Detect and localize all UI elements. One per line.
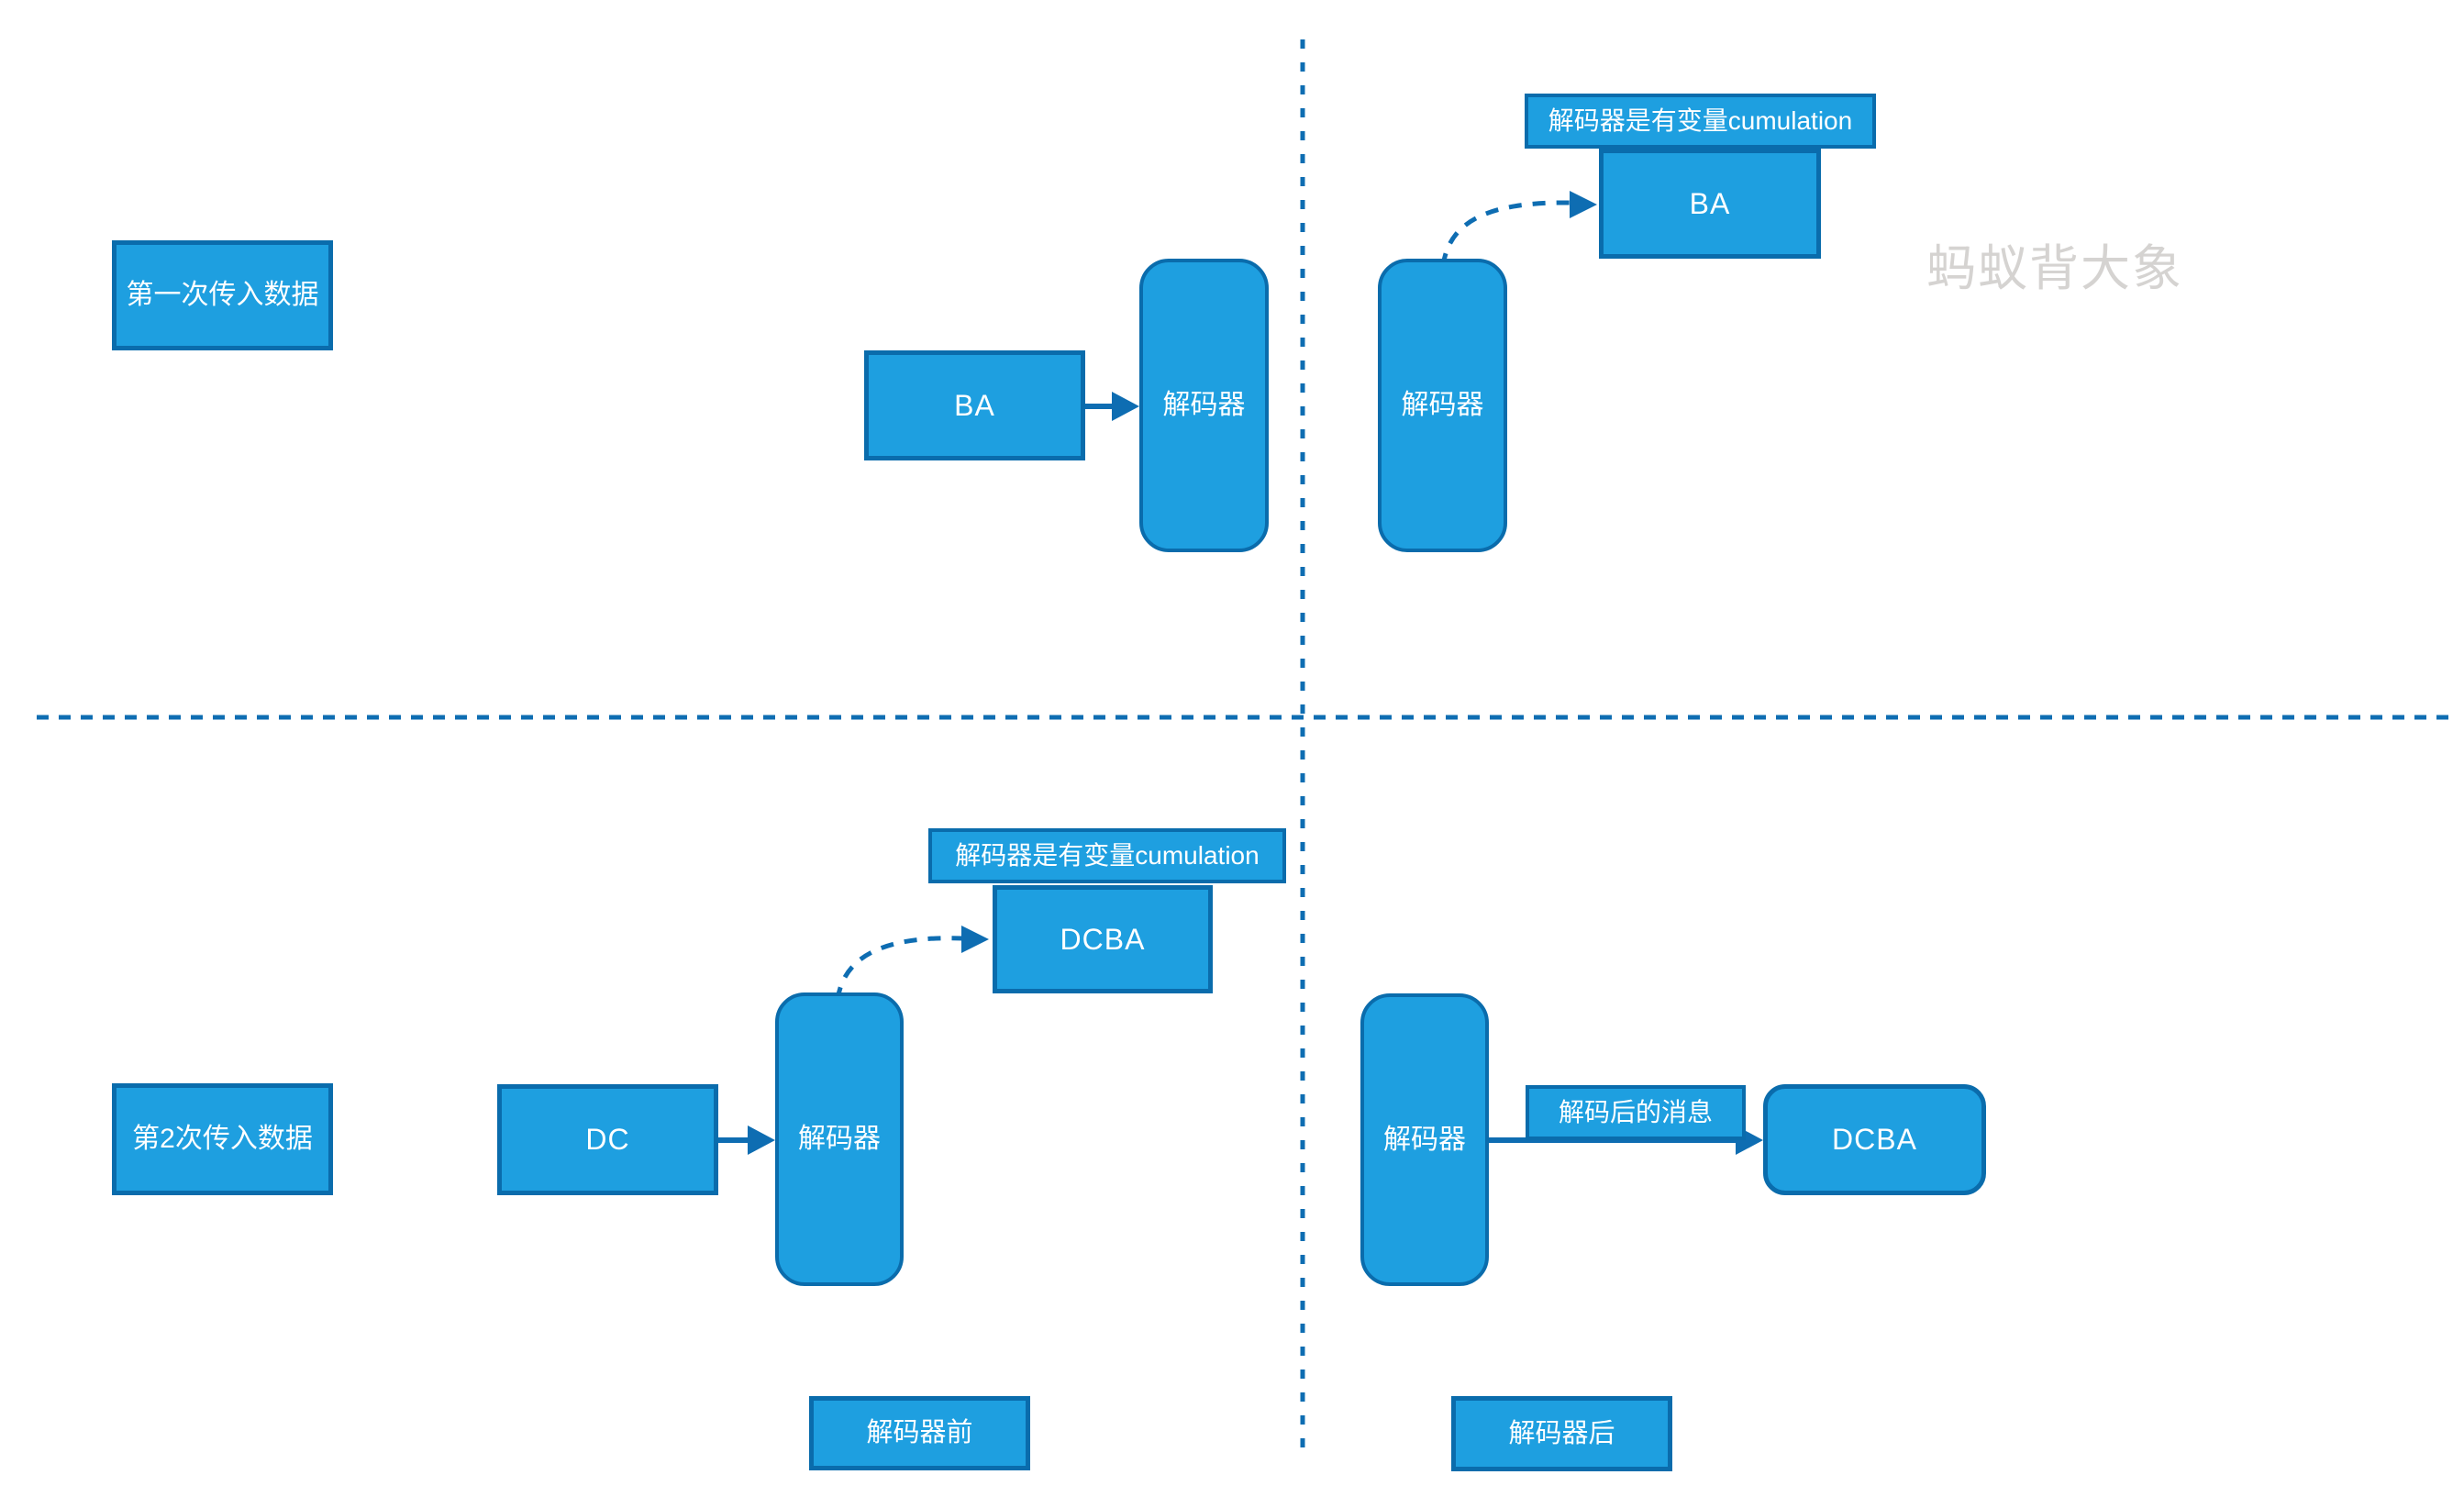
arrow-dc-to-decoder [718,1125,775,1155]
decoder-box-bottom-left[interactable]: 解码器 [775,992,904,1286]
annotation-box-cumulation-top[interactable]: 解码器是有变量cumulation [1525,94,1876,149]
dashed-arrow-decoder-to-dcba [835,926,989,1001]
annotation-box-cumulation-bottom[interactable]: 解码器是有变量cumulation [928,828,1286,883]
decoder-box-top-left[interactable]: 解码器 [1139,259,1269,552]
data-box-dc-input[interactable]: DC [497,1084,718,1195]
caption-box-after-decoder[interactable]: 解码器后 [1451,1396,1672,1471]
dashed-arrow-decoder-to-ba [1440,191,1597,267]
decoder-box-top-right[interactable]: 解码器 [1378,259,1507,552]
caption-box-before-decoder[interactable]: 解码器前 [809,1396,1030,1470]
result-box-ba-cumulated[interactable]: BA [1599,149,1821,259]
first-input-label-box[interactable]: 第一次传入数据 [112,240,333,350]
result-box-dcba-cumulated[interactable]: DCBA [993,885,1213,993]
decoder-box-bottom-right[interactable]: 解码器 [1360,993,1489,1286]
second-input-label-box[interactable]: 第2次传入数据 [112,1083,333,1195]
result-box-dcba-output[interactable]: DCBA [1763,1084,1986,1195]
edge-label-decoded-message[interactable]: 解码后的消息 [1526,1085,1746,1140]
watermark-text: 蚂蚁背大象 [1926,241,2183,296]
arrow-ba-to-decoder [1085,392,1139,421]
data-box-ba-input[interactable]: BA [864,350,1085,460]
